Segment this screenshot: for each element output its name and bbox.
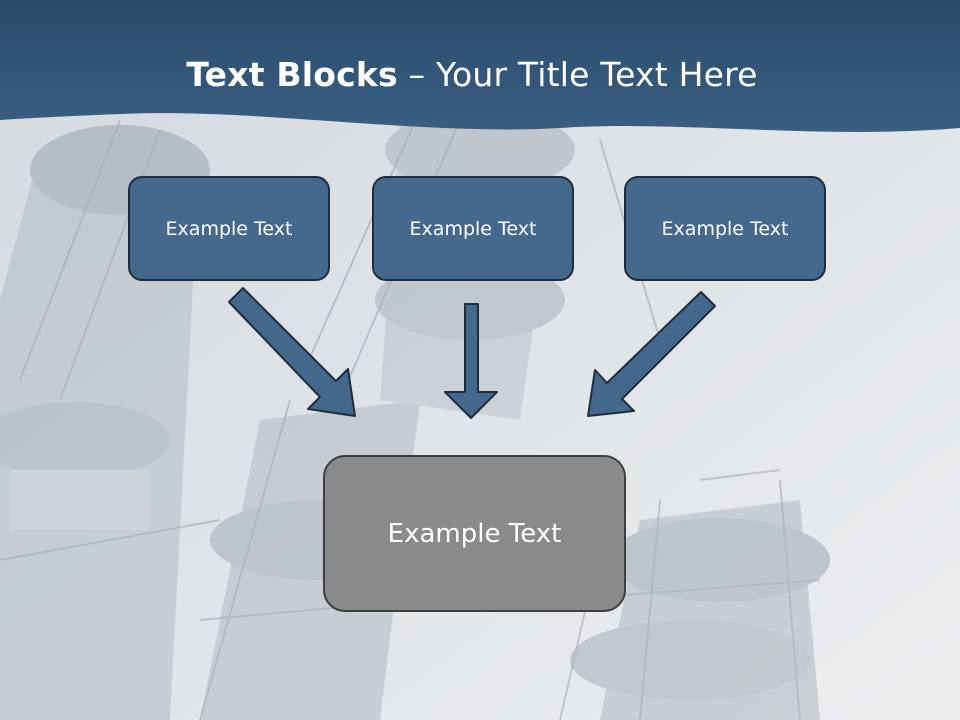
- text-block-1-label: Example Text: [165, 217, 293, 240]
- page-title: Text Blocks – Your Title Text Here: [0, 52, 944, 98]
- text-block-2-label: Example Text: [409, 217, 537, 240]
- arrow-middle-down: [444, 303, 498, 419]
- text-block-1[interactable]: Example Text: [128, 176, 330, 281]
- result-block-label: Example Text: [387, 518, 562, 549]
- result-block[interactable]: Example Text: [323, 455, 626, 612]
- text-block-2[interactable]: Example Text: [372, 176, 574, 281]
- text-block-3-label: Example Text: [661, 217, 789, 240]
- title-separator: –: [397, 55, 436, 94]
- title-rest: Your Title Text Here: [435, 55, 758, 94]
- arrow-right-diagonal: [587, 291, 716, 417]
- title-bold: Text Blocks: [186, 55, 398, 94]
- text-block-3[interactable]: Example Text: [624, 176, 826, 281]
- header-band: [0, 0, 960, 132]
- arrow-left-diagonal: [228, 287, 356, 417]
